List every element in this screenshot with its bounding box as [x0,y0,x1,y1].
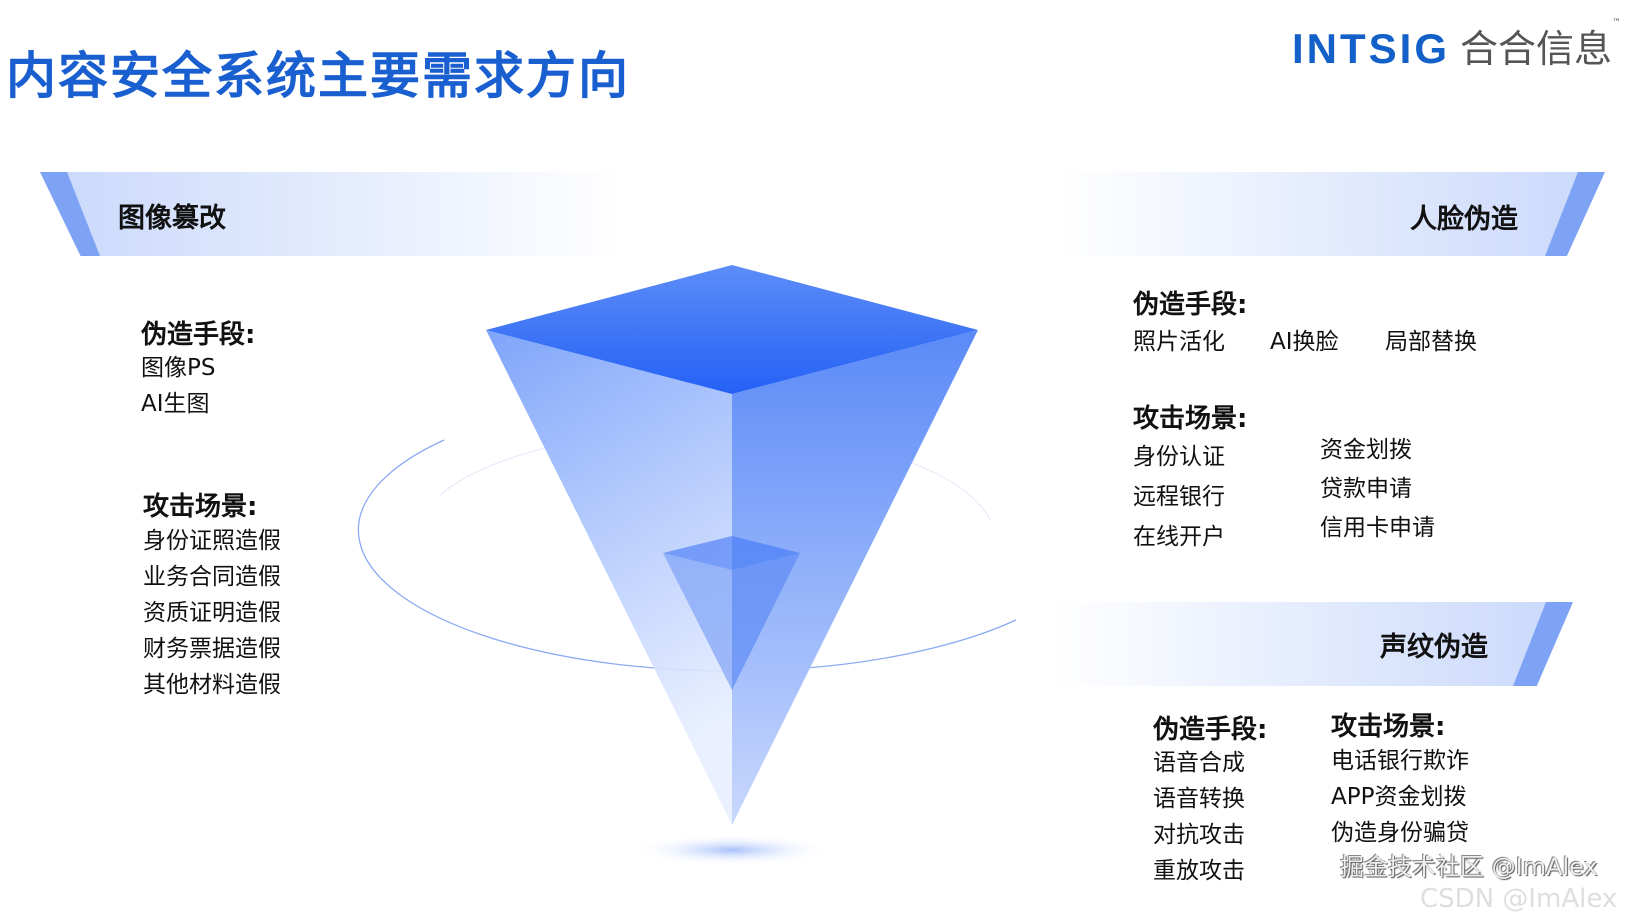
list-item: 资质证明造假 [143,600,281,626]
face-attack-title: 攻击场景: [1133,404,1248,434]
watermark-csdn: CSDN @ImAlex [1420,884,1618,914]
list-item: 信用卡申请 [1320,515,1435,541]
logo-tm: ™ [1612,18,1622,28]
page-title: 内容安全系统主要需求方向 [6,47,630,105]
list-item: AI换脸 [1270,329,1339,355]
image-tamper-label: 图像篡改 [118,203,226,234]
logo-en: INTSIG [1292,25,1451,72]
inner-pyramid-top [663,536,800,570]
orbit-ring [357,439,1017,672]
banner-image-tamper [40,172,620,256]
list-item: 语音转换 [1153,786,1245,812]
list-item: AI生图 [141,391,210,417]
face-attack-col1: 身份认证 远程银行 在线开户 [1133,437,1225,557]
voice-attack-list: 电话银行欺诈 APP资金划拨 伪造身份骗贷 [1331,743,1469,851]
voice-forge-list: 语音合成 语音转换 对抗攻击 重放攻击 [1153,745,1245,889]
inner-pyramid-left [663,553,732,690]
list-item: 伪造身份骗贷 [1331,820,1469,846]
list-item: 身份证照造假 [143,528,281,554]
face-attack-col2: 资金划拨 贷款申请 信用卡申请 [1320,431,1435,548]
image-attack-list: 身份证照造假 业务合同造假 资质证明造假 财务票据造假 其他材料造假 [143,523,281,703]
list-item: 图像PS [141,355,216,381]
list-item: APP资金划拨 [1331,784,1467,810]
pyramid-top-face [486,265,978,394]
list-item: 远程银行 [1133,484,1225,510]
voice-forge-title: 伪造手段: [1153,715,1268,745]
image-forge-list: 图像PS AI生图 [141,350,215,422]
banner-face-forgery [1060,172,1605,256]
image-forge-title: 伪造手段: [141,320,256,350]
banner-voice-forgery [1055,602,1573,686]
list-item: 资金划拨 [1320,437,1412,463]
list-item: 照片活化 [1133,329,1225,355]
pyramid-shadow [632,834,832,866]
list-item: 重放攻击 [1153,858,1245,884]
list-item: 业务合同造假 [143,564,281,590]
list-item: 局部替换 [1385,329,1477,355]
voice-forgery-label: 声纹伪造 [1380,632,1488,663]
list-item: 其他材料造假 [143,672,281,698]
list-item: 对抗攻击 [1153,822,1245,848]
pyramid-right-face [732,330,978,825]
watermark-juejin: 掘金技术社区 @ImAlex [1340,853,1598,881]
intsig-logo: INTSIG 合合信息 ™ [1292,18,1621,73]
list-item: 电话银行欺诈 [1331,748,1469,774]
voice-attack-title: 攻击场景: [1331,712,1446,742]
image-attack-title: 攻击场景: [143,492,258,522]
face-forgery-label: 人脸伪造 [1410,204,1518,235]
list-item: 语音合成 [1153,750,1245,776]
pyramid-left-face [486,330,732,825]
list-item: 贷款申请 [1320,476,1412,502]
list-item: 财务票据造假 [143,636,281,662]
inner-pyramid-right [732,553,800,690]
list-item: 在线开户 [1133,524,1225,550]
face-forge-title: 伪造手段: [1133,290,1248,320]
logo-cn: 合合信息 [1460,27,1613,71]
list-item: 身份认证 [1133,444,1225,470]
